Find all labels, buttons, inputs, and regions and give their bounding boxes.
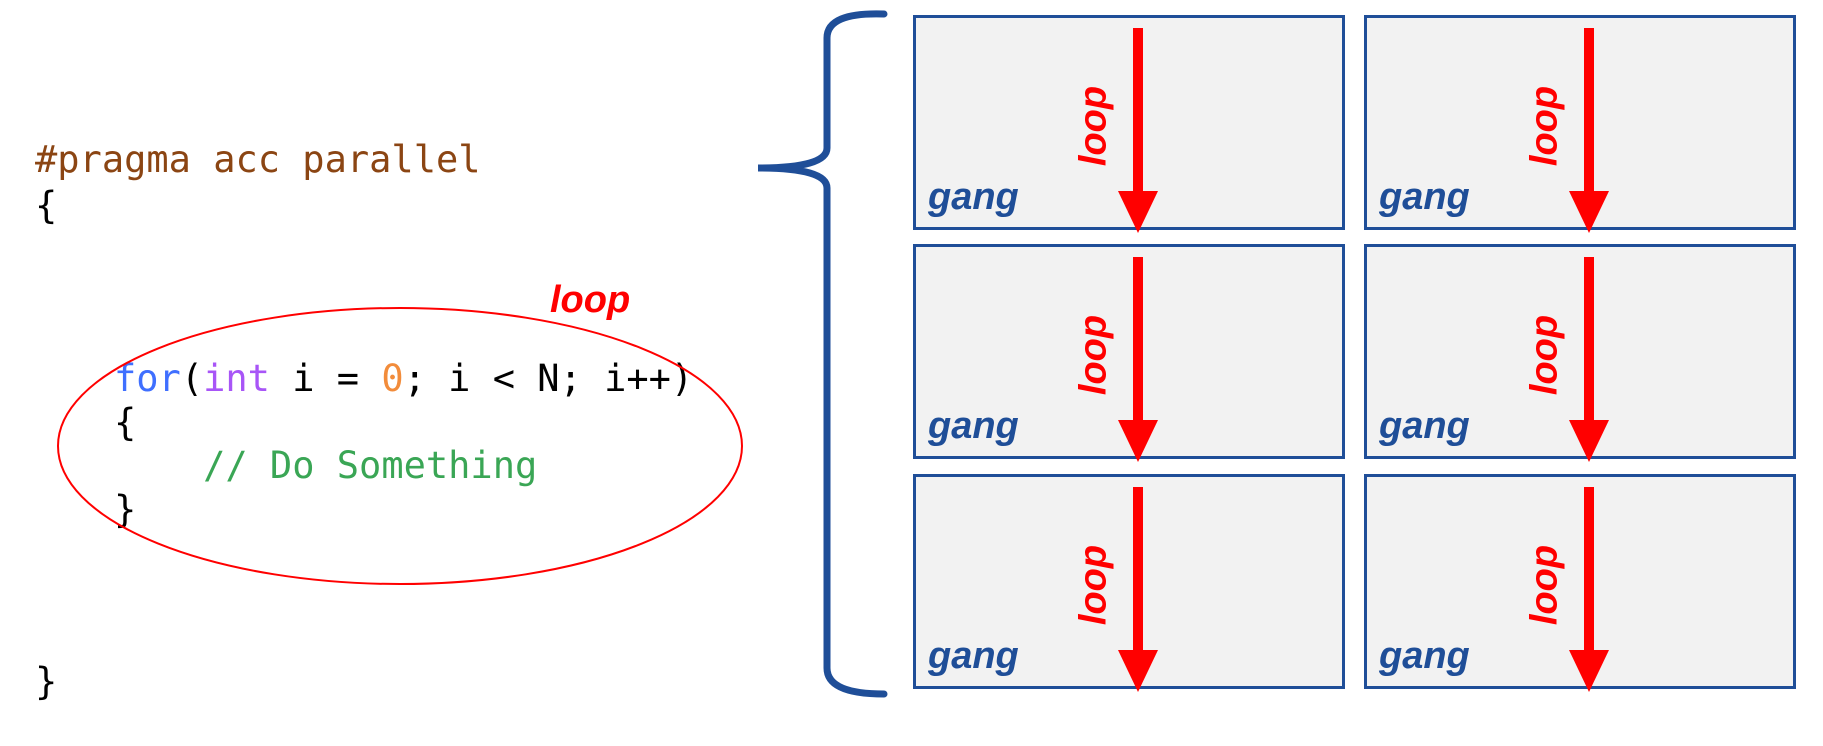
gang-label: gang bbox=[928, 635, 1019, 677]
loop-label-vertical: loop bbox=[1523, 85, 1566, 167]
gang-box: loop gang bbox=[1364, 474, 1796, 692]
gang-box: loop gang bbox=[913, 15, 1345, 233]
gang-box: loop gang bbox=[1364, 15, 1796, 233]
gang-label: gang bbox=[1379, 176, 1470, 218]
for-init-mid: i = bbox=[269, 357, 382, 400]
loop-annotation-label: loop bbox=[550, 279, 631, 321]
gang-label: gang bbox=[1379, 635, 1470, 677]
loop-label-vertical: loop bbox=[1523, 314, 1566, 396]
gang-box: loop gang bbox=[913, 244, 1345, 462]
loop-arrow bbox=[1569, 257, 1609, 462]
inner-close-brace: } bbox=[114, 488, 137, 531]
for-statement: for(int i = 0; i < N; i++) bbox=[114, 357, 693, 401]
pragma-directive: #pragma acc parallel bbox=[35, 138, 481, 181]
outer-close-brace: } bbox=[35, 660, 58, 703]
outer-open-brace: { bbox=[35, 184, 58, 227]
gang-box: loop gang bbox=[913, 474, 1345, 692]
gang-label: gang bbox=[928, 405, 1019, 447]
loop-arrow bbox=[1569, 487, 1609, 692]
for-rest: ; i < N; i++) bbox=[403, 357, 694, 400]
pragma-line: #pragma acc parallel bbox=[35, 138, 481, 182]
zero-literal: 0 bbox=[381, 357, 404, 400]
loop-ellipse bbox=[57, 307, 743, 585]
gang-label: gang bbox=[928, 176, 1019, 218]
loop-label-vertical: loop bbox=[1072, 314, 1115, 396]
curly-brace bbox=[757, 10, 888, 698]
int-keyword: int bbox=[203, 357, 270, 400]
loop-arrow bbox=[1118, 28, 1158, 233]
loop-arrow bbox=[1569, 28, 1609, 233]
loop-label-vertical: loop bbox=[1072, 544, 1115, 626]
loop-label-vertical: loop bbox=[1072, 85, 1115, 167]
gang-label: gang bbox=[1379, 405, 1470, 447]
loop-label-vertical: loop bbox=[1523, 544, 1566, 626]
gang-box: loop gang bbox=[1364, 244, 1796, 462]
loop-arrow bbox=[1118, 257, 1158, 462]
for-paren-open: ( bbox=[180, 357, 204, 400]
comment-do-something: // Do Something bbox=[203, 444, 538, 487]
loop-body: // Do Something bbox=[114, 444, 537, 488]
loop-arrow bbox=[1118, 487, 1158, 692]
inner-open-brace: { bbox=[114, 401, 137, 444]
